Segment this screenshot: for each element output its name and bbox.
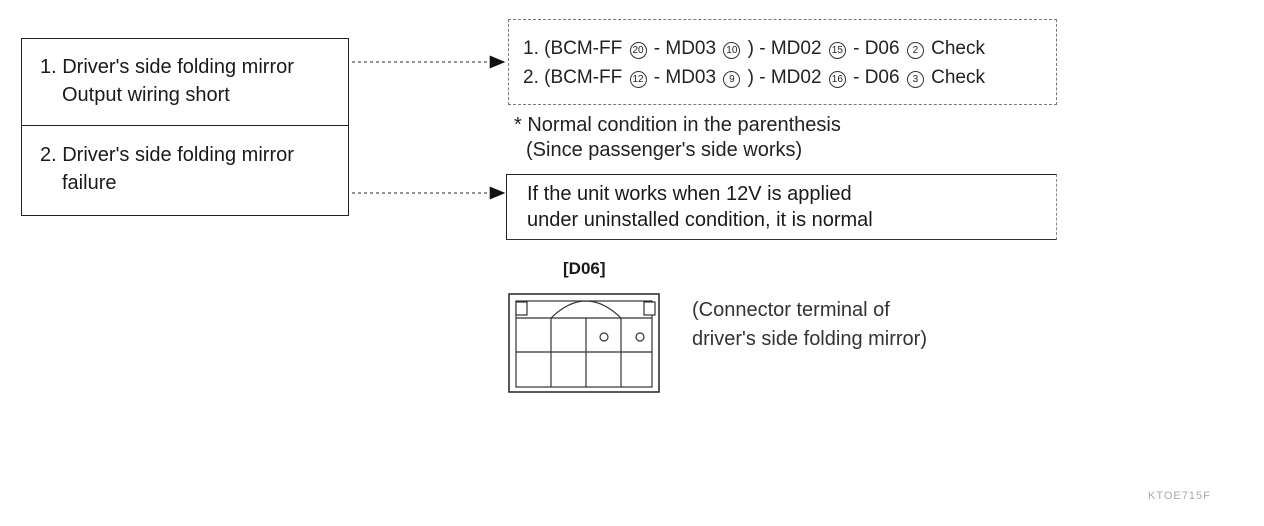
cause-item-1-title: 1. Driver's side folding mirror [40,56,294,78]
connector-caption: (Connector terminal of driver's side fol… [692,296,927,354]
pin-number-badge: 12 [629,71,647,88]
cause-item-2-detail: failure [62,172,117,194]
cause-divider [22,125,348,126]
figure-code: KTOE715F [1148,490,1211,502]
check-1-md03: - MD03 [653,38,717,59]
check-line-2: 2. (BCM-FF 12 - MD03 9 ) - MD02 16 - D06… [523,63,1056,92]
check-2-prefix: 2. (BCM-FF [523,67,623,88]
connector-label: [D06] [563,259,606,278]
connector-key-arc [550,300,622,319]
wiring-check-box: 1. (BCM-FF 20 - MD03 10 ) - MD02 15 - D0… [508,19,1057,105]
cause-item-1-detail: Output wiring short [62,84,230,106]
cause-table: 1. Driver's side folding mirror Output w… [21,38,349,216]
note-line-1: * Normal condition in the parenthesis [514,114,841,136]
connector-caption-line-2: driver's side folding mirror) [692,328,927,350]
cause-item-mirror-failure: 2. Driver's side folding mirror failure [22,141,348,197]
pin-number-badge: 3 [906,71,924,88]
check-1-prefix: 1. (BCM-FF [523,38,623,59]
note-line-2: (Since passenger's side works) [526,139,803,161]
check-2-md03: - MD03 [653,67,717,88]
pin-number-badge: 9 [723,71,741,88]
unit-test-line-2: under uninstalled condition, it is norma… [527,209,873,231]
connector-latch-right [643,301,656,316]
connector-caption-line-1: (Connector terminal of [692,299,890,321]
check-2-md02: ) - MD02 [747,67,822,88]
pin-number-badge: 20 [629,42,647,59]
cause-item-2-title: 2. Driver's side folding mirror [40,144,294,166]
unit-test-box: If the unit works when 12V is applied un… [506,174,1057,240]
check-line-1: 1. (BCM-FF 20 - MD03 10 ) - MD02 15 - D0… [523,34,1056,63]
connector-latch-left [515,301,528,316]
connector-pin-2 [599,332,609,342]
unit-test-line-1: If the unit works when 12V is applied [527,183,852,205]
normal-condition-note: * Normal condition in the parenthesis (S… [514,113,841,163]
pin-number-badge: 2 [906,42,924,59]
pin-number-badge: 16 [828,71,846,88]
pin-number-badge: 10 [723,42,741,59]
check-2-suffix: Check [931,67,985,88]
check-1-suffix: Check [931,38,985,59]
check-2-d06: - D06 [853,67,900,88]
connector-pin-3 [635,332,645,342]
connector-d06-drawing [508,293,660,393]
cause-item-output-wiring-short: 1. Driver's side folding mirror Output w… [22,53,348,109]
check-1-md02: ) - MD02 [747,38,822,59]
check-1-d06: - D06 [853,38,900,59]
pin-number-badge: 15 [828,42,846,59]
